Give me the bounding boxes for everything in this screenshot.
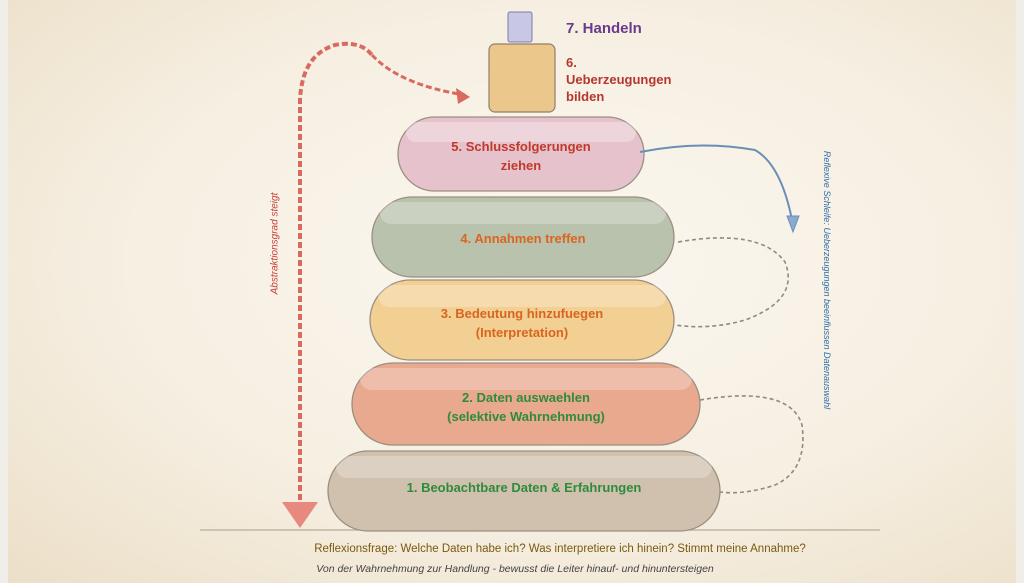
step-5-line-2: ziehen [500, 158, 542, 173]
step-3-line-1: 3. Bedeutung hinzufuegen [440, 306, 604, 321]
diagram-caption: Von der Wahrnehmung zur Handlung - bewus… [316, 563, 714, 575]
step-7-label: 7. Handeln [566, 20, 642, 37]
step-3-label: 3. Bedeutung hinzufuegen (Interpretation… [370, 304, 674, 342]
abstraction-arrow [282, 41, 470, 528]
reflexive-loop-label: Reflexive Schleife: Ueberzeugungen beein… [822, 150, 832, 410]
stone-5 [397, 116, 645, 192]
step-3-line-2: (Interpretation) [475, 325, 569, 340]
step-5-line-1: 5. Schlussfolgerungen [451, 139, 591, 154]
stone-2 [351, 362, 701, 446]
step-4-label: 4. Annahmen treffen [460, 231, 586, 246]
step-2-line-1: 2. Daten auswaehlen [462, 390, 590, 405]
stone-4 [371, 196, 675, 278]
step-6-line-1: 6. [566, 55, 577, 70]
step-2-label: 2. Daten auswaehlen (selektive Wahrnehmu… [352, 388, 700, 426]
step-6-line-2: Ueberzeugungen [566, 72, 672, 87]
step-5-label: 5. Schlussfolgerungen ziehen [398, 137, 644, 175]
step-2-line-2: (selektive Wahrnehmung) [447, 409, 605, 424]
stone-1 [327, 450, 721, 532]
step-6-line-3: bilden [566, 89, 605, 104]
reflexive-loop [639, 144, 804, 494]
block-6 [488, 43, 556, 113]
stone-3 [369, 279, 675, 361]
reflection-question: Reflexionsfrage: Welche Daten habe ich? … [314, 543, 806, 555]
block-7 [507, 11, 533, 43]
step-6-label: 6. Ueberzeugungen bilden [566, 54, 686, 105]
abstraction-label: Abstraktionsgrad steigt [269, 192, 281, 295]
step-1-label: 1. Beobachtbare Daten & Erfahrungen [406, 480, 642, 495]
